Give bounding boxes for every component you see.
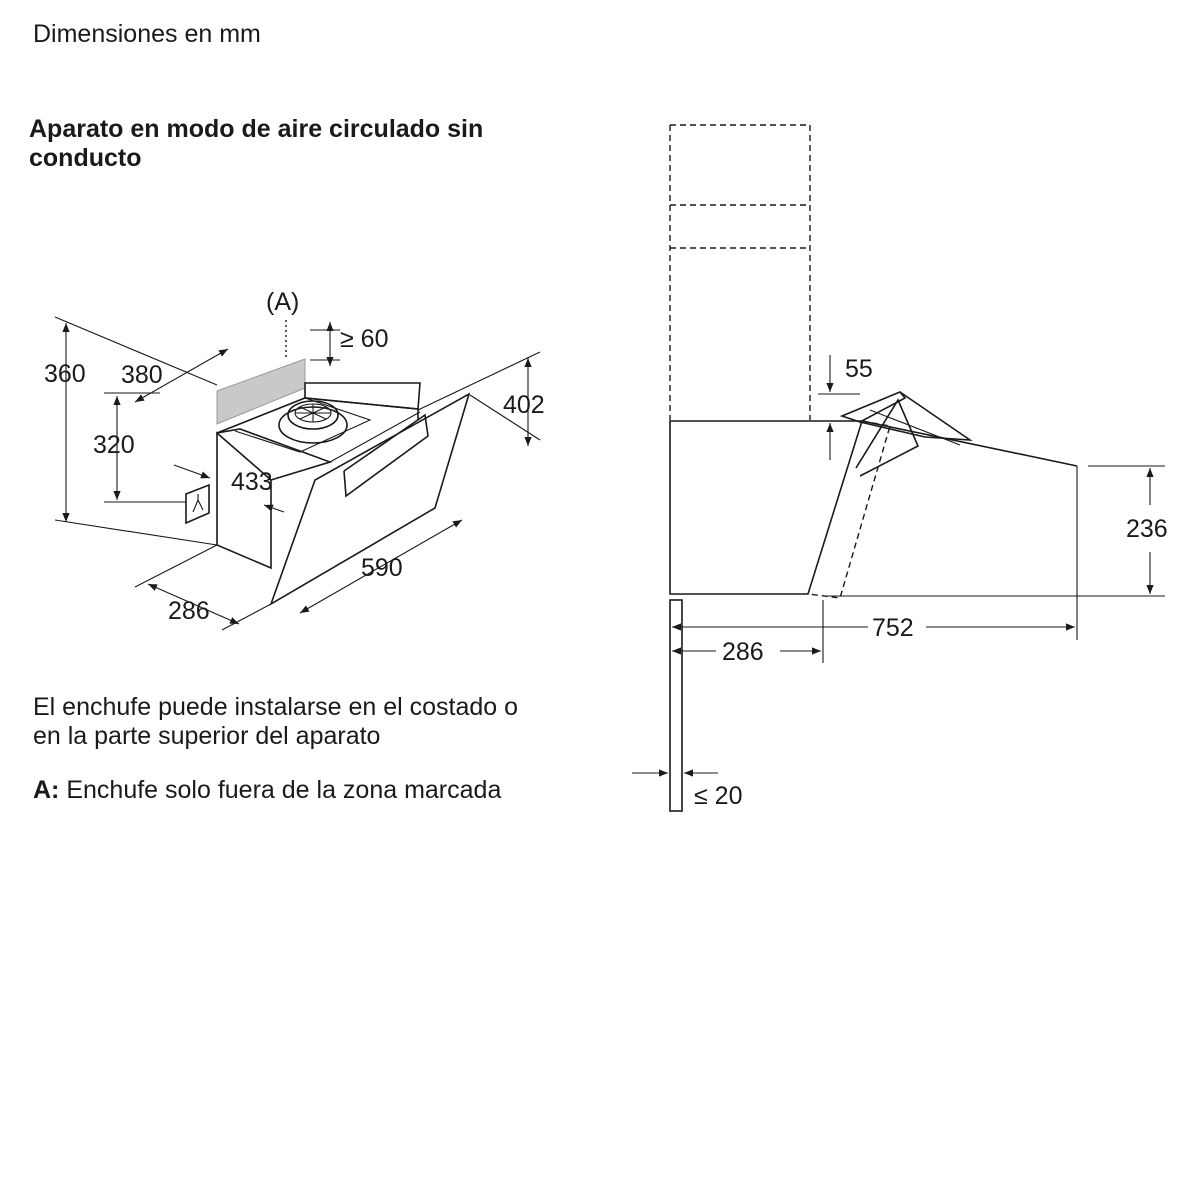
wall-plate <box>669 599 683 812</box>
dim-height-total: 360 <box>44 360 86 388</box>
dim-wall-gap: ≤ 20 <box>694 782 742 810</box>
dim-width: 590 <box>361 554 403 582</box>
dim-depth-top: 380 <box>121 361 163 389</box>
plug-note-line-1: El enchufe puede instalarse en el costad… <box>33 693 519 721</box>
zone-legend-key: A: <box>33 776 60 804</box>
dim-depth-total: 752 <box>872 614 914 642</box>
section-heading: Aparato en modo de aire circulado sin co… <box>29 115 483 173</box>
chimney-outline <box>669 124 811 420</box>
dim-clearance: ≥ 60 <box>340 325 388 353</box>
hood-side-profile <box>669 420 864 595</box>
dim-gap-top: 55 <box>845 355 873 383</box>
plug-note-line-2: en la parte superior del aparato <box>33 722 381 750</box>
dim-depth-inner: 433 <box>231 468 273 496</box>
fan-icon <box>287 400 339 430</box>
zone-legend: A: Enchufe solo fuera de la zona marcada <box>33 776 501 805</box>
dim-depth-base: 286 <box>722 638 764 666</box>
iso-view: (A) 360 3 <box>44 288 545 631</box>
dim-height-front: 236 <box>1126 515 1168 543</box>
dim-height-inner: 320 <box>93 431 135 459</box>
zone-label: (A) <box>266 288 299 316</box>
panel-arm <box>839 391 973 477</box>
plug-location-note: El enchufe puede instalarse en el costad… <box>33 693 518 751</box>
zone-legend-text: Enchufe solo fuera de la zona marcada <box>66 776 502 804</box>
dim-height-right: 402 <box>503 391 545 419</box>
dim-depth-bottom: 286 <box>168 597 210 625</box>
units-caption: Dimensiones en mm <box>33 20 261 48</box>
side-view: 55 236 752 286 ≤ 20 <box>632 124 1168 812</box>
plug-forbidden-zone <box>216 358 306 425</box>
heading-line-1: Aparato en modo de aire circulado sin <box>29 115 484 143</box>
heading-line-2: conducto <box>29 144 142 172</box>
socket-icon <box>185 483 210 525</box>
